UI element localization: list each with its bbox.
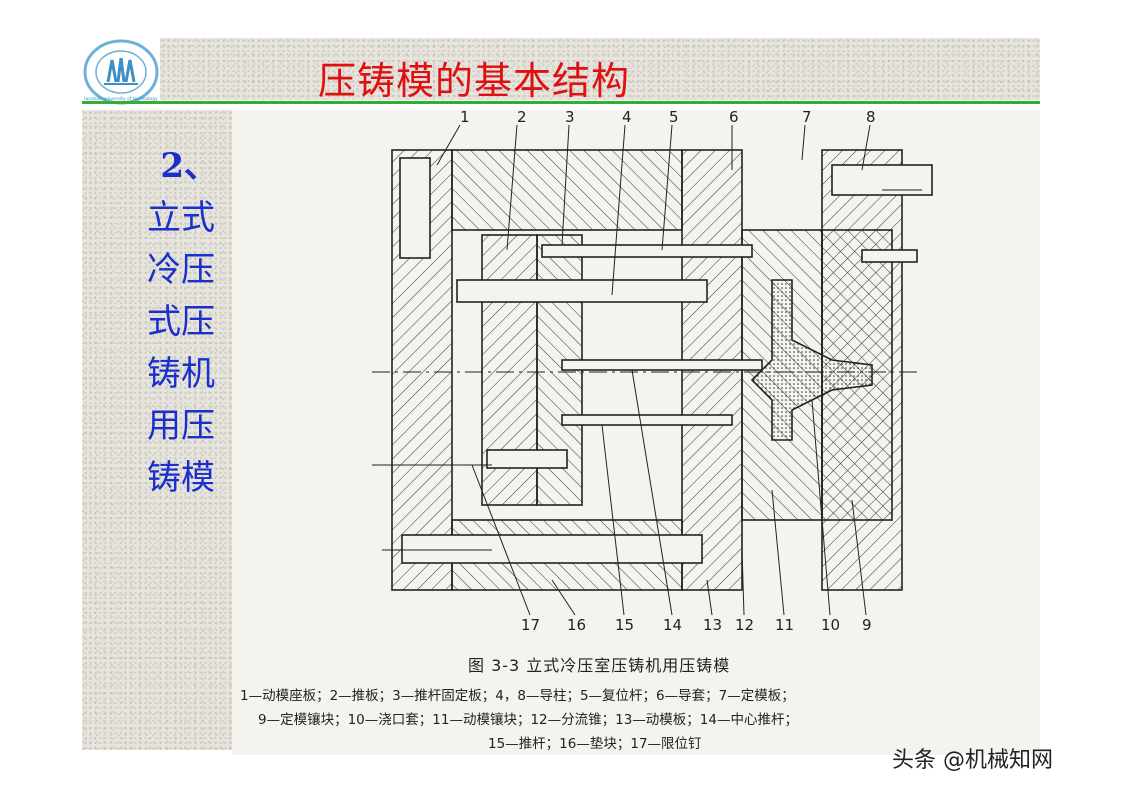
callout-label: 8 xyxy=(866,110,876,126)
sidebar-background xyxy=(82,110,232,750)
callout-label: 14 xyxy=(663,616,682,634)
callout-label: 3 xyxy=(565,110,575,126)
callout-label: 2 xyxy=(517,110,527,126)
watermark: 头条 @机械知网 xyxy=(892,748,1053,773)
callout-label: 6 xyxy=(729,110,739,126)
callout-label: 13 xyxy=(703,616,722,634)
callout-label: 1 xyxy=(460,110,470,126)
side-heading-line: 立式 xyxy=(147,198,215,238)
callout-label: 11 xyxy=(775,616,794,634)
page-title: 压铸模的基本结构 xyxy=(318,59,631,103)
callout-label: 9 xyxy=(862,616,872,634)
side-heading-line: 冷压 xyxy=(147,250,215,290)
scanned-figure: 1 2 3 4 5 6 7 8 17 16 15 14 13 12 11 10 … xyxy=(232,110,1040,755)
figure-legend-line: 1—动模座板；2—推板；3—推杆固定板；4，8—导柱；5—复位杆；6—导套；7—… xyxy=(240,688,795,704)
side-heading-line: 用压 xyxy=(147,406,215,446)
logo-label: lanzhou university of technology xyxy=(84,96,158,102)
side-heading-line: 铸模 xyxy=(147,458,215,498)
header-divider xyxy=(82,101,1040,104)
university-logo: lanzhou university of technology xyxy=(83,39,159,105)
callout-label: 15 xyxy=(615,616,634,634)
header-background xyxy=(160,38,1040,100)
callout-label: 4 xyxy=(622,110,632,126)
side-heading: 2、 立式 冷压 式压 铸机 用压 铸模 xyxy=(136,140,226,504)
callout-label: 7 xyxy=(802,110,812,126)
callout-label: 5 xyxy=(669,110,679,126)
callout-label: 10 xyxy=(821,616,840,634)
figure-legend-line: 15—推杆；16—垫块；17—限位钉 xyxy=(488,736,702,752)
figure-legend-line: 9—定模镶块；10—浇口套；11—动模镶块；12—分流锥；13—动模板；14—中… xyxy=(258,712,798,728)
callout-labels: 1 2 3 4 5 6 7 8 17 16 15 14 13 12 11 10 … xyxy=(460,110,876,634)
die-casting-mold-drawing: 1 2 3 4 5 6 7 8 17 16 15 14 13 12 11 10 … xyxy=(372,110,933,634)
side-heading-number: 2、 xyxy=(160,146,218,186)
callout-label: 17 xyxy=(521,616,540,634)
callout-label: 12 xyxy=(735,616,754,634)
side-heading-line: 铸机 xyxy=(147,354,215,394)
callout-label: 16 xyxy=(567,616,586,634)
side-heading-line: 式压 xyxy=(147,302,215,342)
figure-caption: 图 3-3 立式冷压室压铸机用压铸模 xyxy=(468,656,731,675)
